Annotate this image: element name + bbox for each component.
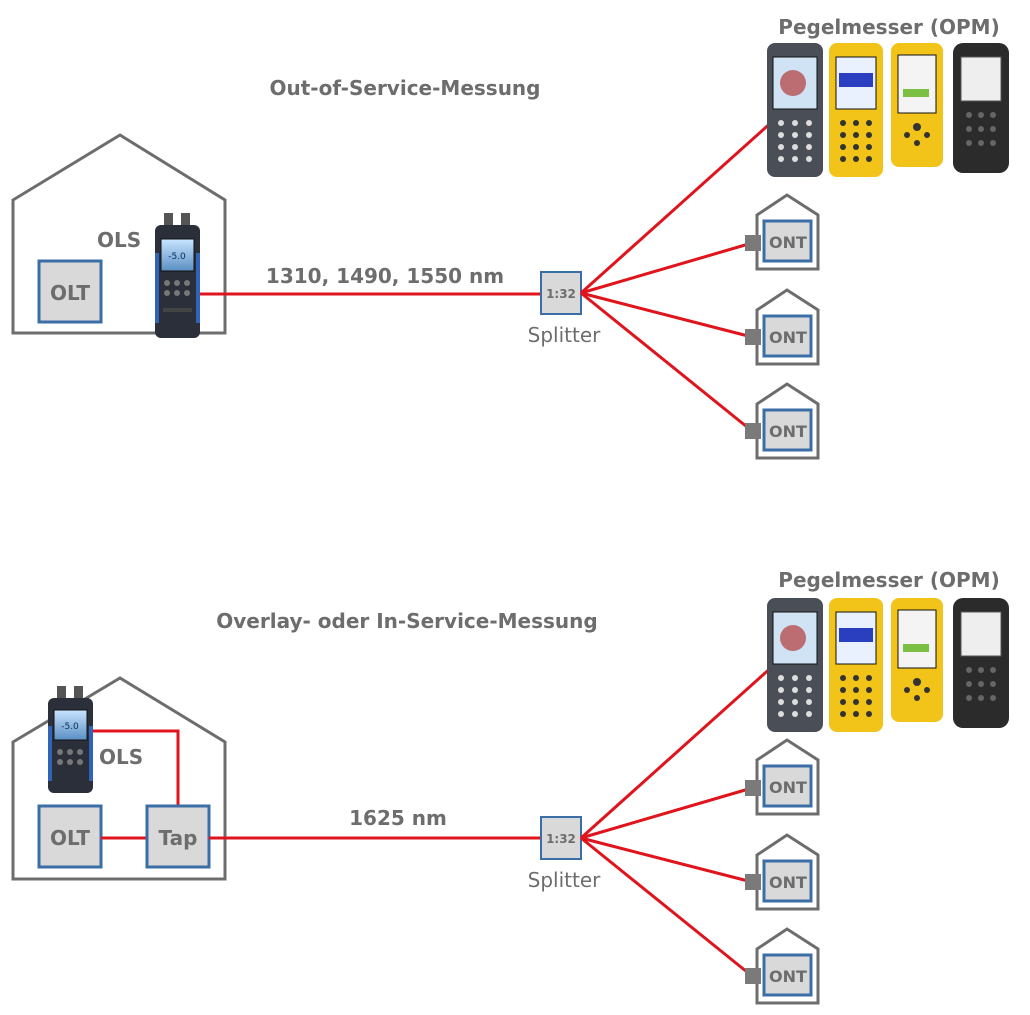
- power-meters: [767, 598, 1009, 732]
- ont-3: ONT: [745, 927, 820, 1005]
- ols-display-value: -5.0: [168, 252, 186, 262]
- ont-label: ONT: [769, 778, 807, 797]
- meter-device-2: [829, 43, 883, 177]
- olt-box: OLT: [37, 259, 103, 324]
- central-office-house: [11, 133, 227, 335]
- ont-1: ONT: [745, 193, 820, 271]
- ols-label: OLS: [99, 745, 143, 769]
- ols-label: OLS: [97, 228, 141, 252]
- splitter-ratio: 1:32: [546, 287, 576, 301]
- ont-label: ONT: [769, 967, 807, 986]
- ols-device: -5.0: [155, 213, 200, 338]
- ols-to-tap-fiber: [93, 729, 180, 806]
- olt-box: OLT: [37, 804, 103, 869]
- ols-device: -5.0: [48, 686, 93, 793]
- section-in-service: Overlay- oder In-Service-Messung -5.0 OL…: [11, 568, 1009, 1005]
- central-office-house: [11, 676, 227, 881]
- section-title: Overlay- oder In-Service-Messung: [216, 609, 597, 633]
- splitter: 1:32: [540, 816, 582, 860]
- tap-box: Tap: [145, 804, 211, 869]
- ont-2: ONT: [745, 288, 820, 366]
- meter-title: Pegelmesser (OPM): [778, 15, 999, 39]
- ont-label: ONT: [769, 422, 807, 441]
- splitter-label: Splitter: [528, 323, 601, 347]
- meter-device-2: [829, 598, 883, 732]
- meter-title: Pegelmesser (OPM): [778, 568, 999, 592]
- meter-device-1: [767, 598, 823, 732]
- branch-fibers: [579, 118, 776, 433]
- olt-label: OLT: [50, 281, 90, 305]
- ont-1: ONT: [745, 738, 820, 816]
- ont-label: ONT: [769, 233, 807, 252]
- splitter-ratio: 1:32: [546, 832, 576, 846]
- ols-display-value: -5.0: [61, 722, 79, 732]
- ont-3: ONT: [745, 382, 820, 460]
- meter-device-4: [953, 43, 1009, 173]
- meter-device-4: [953, 598, 1009, 728]
- olt-label: OLT: [50, 826, 90, 850]
- wavelength-label: 1310, 1490, 1550 nm: [266, 264, 504, 288]
- meter-device-1: [767, 43, 823, 177]
- section-title: Out-of-Service-Messung: [269, 76, 540, 100]
- wavelength-label: 1625 nm: [349, 806, 447, 830]
- meter-device-3: [891, 43, 943, 167]
- ont-label: ONT: [769, 873, 807, 892]
- section-out-of-service: Out-of-Service-Messung OLT OLS -5.0 1310…: [11, 15, 1009, 460]
- splitter: 1:32: [540, 271, 582, 315]
- ont-2: ONT: [745, 833, 820, 911]
- meter-device-3: [891, 598, 943, 722]
- ont-label: ONT: [769, 328, 807, 347]
- branch-fibers: [579, 663, 776, 978]
- splitter-label: Splitter: [528, 868, 601, 892]
- power-meters: [767, 43, 1009, 177]
- tap-label: Tap: [159, 826, 198, 850]
